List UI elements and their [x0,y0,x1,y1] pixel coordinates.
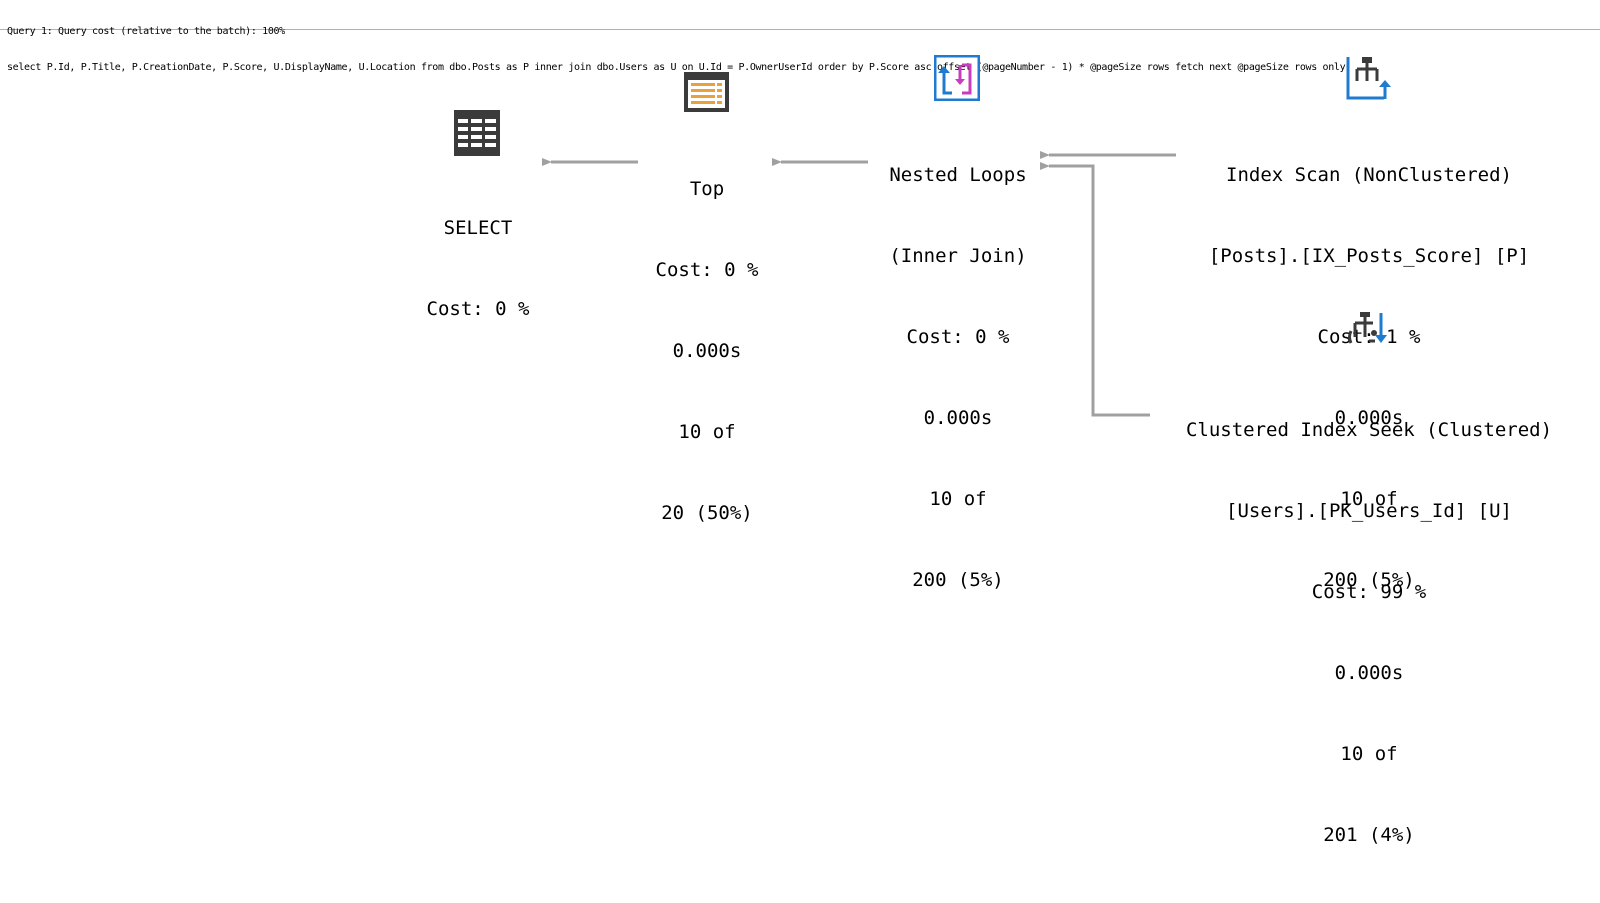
nested-loops-time: 0.000s [923,407,993,429]
execution-plan-canvas: SELECT Cost: 0 % Top Cost: 0 % 0.000s 10… [0,31,1600,846]
nested-loops-rows-estimated: 200 (5%) [912,569,1004,591]
top-cost: Cost: 0 % [655,259,759,281]
edge-seek-to-loops [1040,162,1150,417]
nested-loops-name: Nested Loops [889,164,1027,186]
top-list-icon[interactable] [683,71,730,117]
index-scan-icon[interactable] [1345,55,1391,105]
query-cost-line: Query 1: Query cost (relative to the bat… [7,26,285,37]
index-scan-rows-actual: 10 of [1340,488,1398,510]
nested-loops-cost: Cost: 0 % [906,326,1010,348]
select-table-icon[interactable] [453,109,501,161]
top-operator[interactable]: Top Cost: 0 % 0.000s 10 of 20 (50%) [626,122,788,581]
nested-loops-icon[interactable] [933,54,981,105]
query-header: Query 1: Query cost (relative to the bat… [0,0,1600,73]
clustered-seek-rows-estimated: 201 (4%) [1323,824,1415,846]
query-sql-text: select P.Id, P.Title, P.CreationDate, P.… [7,62,1346,73]
plan-edges [542,151,1176,417]
select-operator[interactable]: SELECT Cost: 0 % [398,161,558,377]
index-scan-time: 0.000s [1334,407,1404,429]
index-scan-object: [Posts].[IX_Posts_Score] [P] [1208,245,1530,267]
clustered-seek-rows-actual: 10 of [1340,743,1398,765]
select-cost: Cost: 0 % [426,298,530,320]
top-time: 0.000s [672,340,742,362]
clustered-seek-name: Clustered Index Seek (Clustered) [1185,419,1553,441]
nested-loops-operator[interactable]: Nested Loops (Inner Join) Cost: 0 % 0.00… [855,108,1061,648]
clustered-seek-object: [Users].[PK_Users_Id] [U] [1226,500,1512,522]
select-name: SELECT [443,217,513,239]
clustered-seek-cost: Cost: 99 % [1311,581,1427,603]
clustered-seek-time: 0.000s [1334,662,1404,684]
index-scan-cost: Cost: 1 % [1317,326,1421,348]
top-name: Top [689,178,725,200]
clustered-seek-operator[interactable]: Clustered Index Seek (Clustered) [Users]… [1144,363,1594,903]
top-rows-estimated: 20 (50%) [661,502,753,524]
clustered-index-seek-icon[interactable] [1345,309,1391,359]
nested-loops-rows-actual: 10 of [929,488,987,510]
top-rows-actual: 10 of [678,421,736,443]
nested-loops-join-type: (Inner Join) [889,245,1027,267]
index-scan-name: Index Scan (NonClustered) [1226,164,1512,186]
